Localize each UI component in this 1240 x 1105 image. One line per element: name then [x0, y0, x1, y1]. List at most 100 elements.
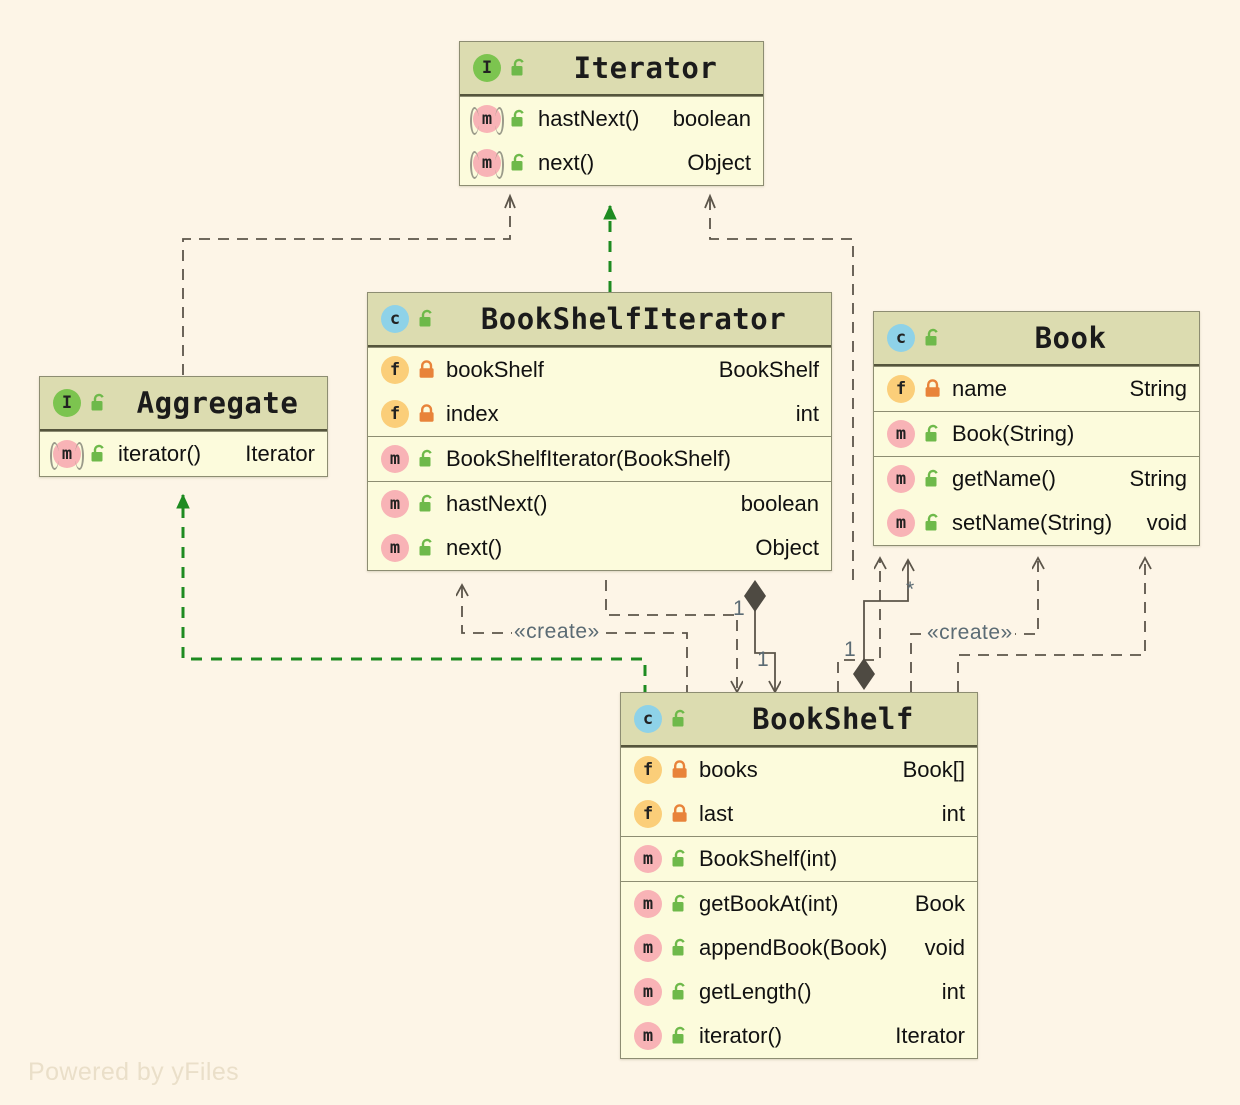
class-header-bookshelfiterator: c BookShelfIterator [368, 293, 831, 347]
field-icon-glyph: f [381, 400, 409, 428]
member-type: Object [687, 150, 751, 175]
edge-label-create-right: «create» [925, 621, 1015, 645]
method-icon: m [470, 148, 504, 179]
composition-diamond-bookshelfiterator [744, 580, 766, 612]
member-name: getBookAt(int) [699, 891, 839, 916]
member-type: boolean [740, 491, 819, 516]
class-name-aggregate: Aggregate [136, 386, 299, 420]
public-lock-icon [669, 1025, 691, 1047]
member-name: next() [538, 150, 595, 175]
member-name: BookShelfIterator(BookShelf) [446, 446, 731, 471]
member-type: int [941, 801, 965, 826]
member-type: BookShelf [718, 357, 819, 382]
member-type: void [924, 935, 965, 960]
public-lock-icon [508, 57, 530, 79]
public-lock-icon [416, 537, 438, 559]
field-icon: f [884, 374, 918, 404]
composition-diamond-bookshelf [853, 658, 875, 690]
class-header-book: c Book [874, 312, 1199, 366]
member-row[interactable]: f name String [874, 367, 1199, 411]
public-lock-icon [922, 468, 944, 490]
compartment-fields: f name String [874, 366, 1199, 411]
edge-bookshelfiterator-depends-bookshelf [605, 580, 737, 692]
class-node-iterator[interactable]: I Iterator m hastNext() boolean m [459, 41, 764, 186]
member-row[interactable]: m next() Object [460, 141, 763, 185]
method-icon-glyph: m [634, 978, 662, 1006]
member-row[interactable]: m hastNext() boolean [460, 97, 763, 141]
compartment-methods: m getBookAt(int) Book m appendBook(Book)… [621, 881, 977, 1058]
class-node-book[interactable]: c Book f name String m [873, 311, 1200, 546]
field-icon-glyph: f [887, 375, 915, 403]
compartment-constructors: m BookShelfIterator(BookShelf) [368, 436, 831, 481]
class-header-aggregate: I Aggregate [40, 377, 327, 431]
member-name: hastNext() [446, 491, 548, 516]
member-row[interactable]: m next() Object [368, 526, 831, 570]
public-lock-icon [416, 448, 438, 470]
compartment-methods: m iterator() Iterator [40, 431, 327, 476]
method-icon-glyph: m [53, 440, 81, 468]
public-lock-icon [669, 848, 691, 870]
method-icon-glyph: m [473, 105, 501, 133]
member-row[interactable]: m getBookAt(int) Book [621, 882, 977, 926]
class-name-book: Book [1034, 321, 1107, 355]
method-icon: m [631, 889, 665, 919]
public-lock-icon [669, 937, 691, 959]
member-row[interactable]: m hastNext() boolean [368, 482, 831, 526]
compartment-methods: m getName() String m setName(String) voi… [874, 456, 1199, 545]
field-icon: f [631, 799, 665, 829]
class-name-bookshelfiterator: BookShelfIterator [480, 302, 787, 336]
method-icon-glyph: m [381, 445, 409, 473]
method-icon: m [50, 439, 84, 470]
class-node-bookshelfiterator[interactable]: c BookShelfIterator f bookShelf BookShel… [367, 292, 832, 571]
method-icon-glyph: m [634, 934, 662, 962]
member-row[interactable]: m Book(String) [874, 412, 1199, 456]
edge-label-create-left: «create» [512, 620, 602, 644]
method-icon-glyph: m [381, 490, 409, 518]
private-lock-icon [669, 803, 691, 825]
member-row[interactable]: m appendBook(Book) void [621, 926, 977, 970]
field-icon: f [378, 355, 412, 385]
class-node-bookshelf[interactable]: c BookShelf f books Book[] f [620, 692, 978, 1059]
compartment-fields: f books Book[] f last int [621, 747, 977, 836]
member-row[interactable]: m iterator() Iterator [621, 1014, 977, 1058]
member-row[interactable]: m BookShelfIterator(BookShelf) [368, 437, 831, 481]
member-row[interactable]: m BookShelf(int) [621, 837, 977, 881]
field-icon-glyph: f [634, 756, 662, 784]
method-icon-glyph: m [887, 509, 915, 537]
method-icon: m [378, 444, 412, 474]
multiplicity-one-b: 1 [757, 648, 769, 671]
class-header-iterator: I Iterator [460, 42, 763, 96]
member-row[interactable]: m iterator() Iterator [40, 432, 327, 476]
method-icon-glyph: m [634, 890, 662, 918]
class-node-aggregate[interactable]: I Aggregate m iterator() Iterator [39, 376, 328, 477]
method-icon: m [631, 933, 665, 963]
method-icon: m [884, 419, 918, 449]
public-lock-icon [922, 423, 944, 445]
edge-composition-bookshelf-book [863, 560, 908, 672]
yfiles-watermark: Powered by yFiles [28, 1058, 240, 1086]
interface-icon: I [50, 388, 84, 418]
member-row[interactable]: m setName(String) void [874, 501, 1199, 545]
class-icon: c [378, 304, 412, 334]
field-icon-glyph: f [634, 800, 662, 828]
method-icon-glyph: m [634, 1022, 662, 1050]
public-lock-icon [669, 893, 691, 915]
member-row[interactable]: f last int [621, 792, 977, 836]
interface-icon-glyph: I [53, 389, 81, 417]
public-lock-icon [922, 512, 944, 534]
public-lock-icon [922, 327, 944, 349]
member-row[interactable]: m getName() String [874, 457, 1199, 501]
member-row[interactable]: f bookShelf BookShelf [368, 348, 831, 392]
method-icon: m [631, 977, 665, 1007]
member-row[interactable]: f index int [368, 392, 831, 436]
method-icon-glyph: m [887, 420, 915, 448]
member-name: getLength() [699, 979, 812, 1004]
member-row[interactable]: f books Book[] [621, 748, 977, 792]
member-type: int [941, 979, 965, 1004]
member-name: BookShelf(int) [699, 846, 838, 871]
private-lock-icon [416, 359, 438, 381]
method-icon-glyph: m [634, 845, 662, 873]
member-name: next() [446, 535, 503, 560]
member-row[interactable]: m getLength() int [621, 970, 977, 1014]
